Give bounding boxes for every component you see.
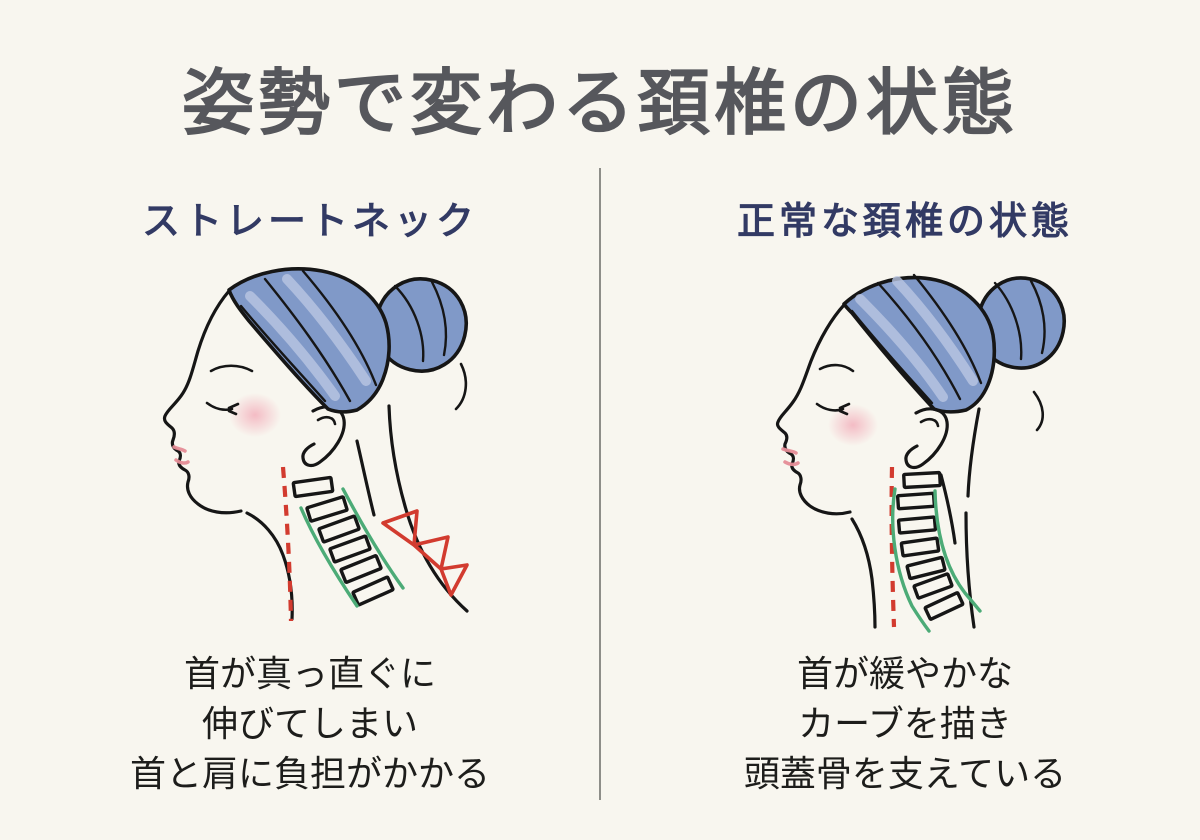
ear-inner-line [316, 415, 337, 426]
green-guide-line-front [299, 506, 359, 608]
right-caption: 首が緩やかな カーブを描き 頭蓋骨を支えている [685, 649, 1125, 799]
caption-line: 首が緩やかな [796, 654, 1013, 694]
green-guide-line-back [933, 489, 982, 613]
bun-strand-lines [993, 279, 1046, 361]
lips [781, 447, 800, 467]
vertebrae-column [291, 475, 395, 607]
caption-line: カーブを描き [798, 704, 1012, 744]
ear-line [301, 405, 346, 468]
divider-line [599, 168, 601, 800]
caption-line: 首と肩に負担がかかる [129, 754, 490, 794]
green-guide-line-front [891, 487, 931, 633]
woman-profile-normal-neck [775, 273, 1066, 633]
lips [172, 445, 190, 465]
left-illustration-straight-neck [162, 267, 469, 622]
hair [842, 273, 1066, 432]
posture-guides [280, 466, 469, 622]
posture-guides [889, 466, 982, 633]
red-dashed-plumb-line [280, 466, 294, 622]
green-guide-line-back [341, 487, 405, 590]
eyelash-ticks [227, 402, 240, 416]
back-shoulder-line [387, 404, 469, 613]
cheek-blush [828, 404, 878, 446]
cheek-blush [229, 393, 281, 437]
hair-strand-lines [239, 269, 378, 403]
nape-line [355, 439, 376, 517]
nape-line [939, 473, 957, 545]
hair-cap [842, 275, 997, 414]
eyebrow-line [818, 363, 855, 373]
right-heading: 正常な頚椎の状態 [736, 201, 1073, 243]
closed-eye-line [205, 401, 234, 412]
ear-inner-line [919, 417, 940, 428]
hair-cap [227, 267, 391, 414]
hair-strand-lines [850, 273, 983, 405]
eyelash-ticks [838, 402, 851, 416]
hair-wisp [454, 362, 468, 411]
red-dashed-plumb-line [889, 466, 897, 628]
ear-line [904, 407, 949, 470]
closed-eye-line [815, 402, 845, 412]
hair-wisp [1032, 390, 1044, 432]
neck-front-line [850, 517, 877, 629]
woman-profile-straight-neck [162, 267, 469, 622]
page-title: 姿勢で変わる頚椎の状態 [181, 64, 1018, 144]
left-panel: ストレートネック [90, 190, 530, 799]
bun-strand-lines [393, 280, 448, 363]
right-illustration-normal-neck [775, 273, 1066, 633]
face-profile-line [162, 289, 243, 515]
left-caption: 首が真っ直ぐに 伸びてしまい 首と肩に負担がかかる [90, 649, 530, 799]
caption-line: 首が真っ直ぐに [183, 654, 436, 694]
hair-highlight [855, 276, 978, 402]
right-panel: 正常な頚椎の状態 [685, 190, 1125, 799]
back-line-lower [964, 511, 976, 629]
caption-line: 伸びてしまい [201, 704, 418, 744]
stress-zigzag-icon [381, 509, 469, 597]
caption-line: 頭蓋骨を支えている [743, 754, 1067, 794]
back-line-upper [966, 407, 981, 498]
hair [227, 267, 468, 414]
left-heading: ストレートネック [141, 201, 478, 243]
eyebrow-line [209, 364, 254, 373]
hair-highlight [245, 274, 371, 401]
hair-bun [374, 277, 468, 373]
